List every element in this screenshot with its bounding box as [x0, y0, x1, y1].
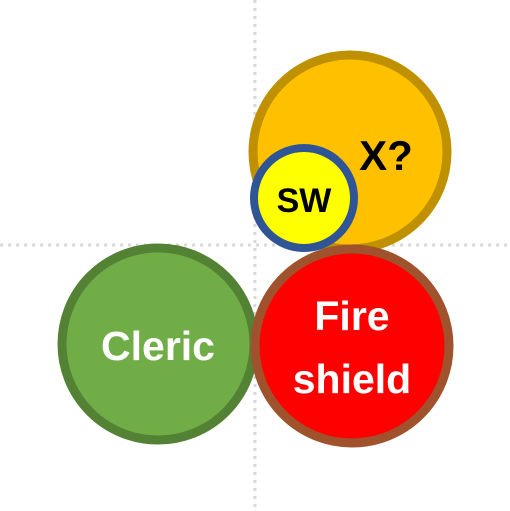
cleric-label: Cleric	[101, 323, 215, 369]
fire-shield-label-line-1: Fire	[314, 293, 389, 339]
fire-shield-circle	[250, 244, 454, 448]
x-question-label: X?	[359, 132, 413, 179]
sw-label: SW	[277, 182, 333, 220]
sw-circle	[250, 144, 358, 252]
fire-shield-label-line-2: shield	[293, 356, 411, 402]
